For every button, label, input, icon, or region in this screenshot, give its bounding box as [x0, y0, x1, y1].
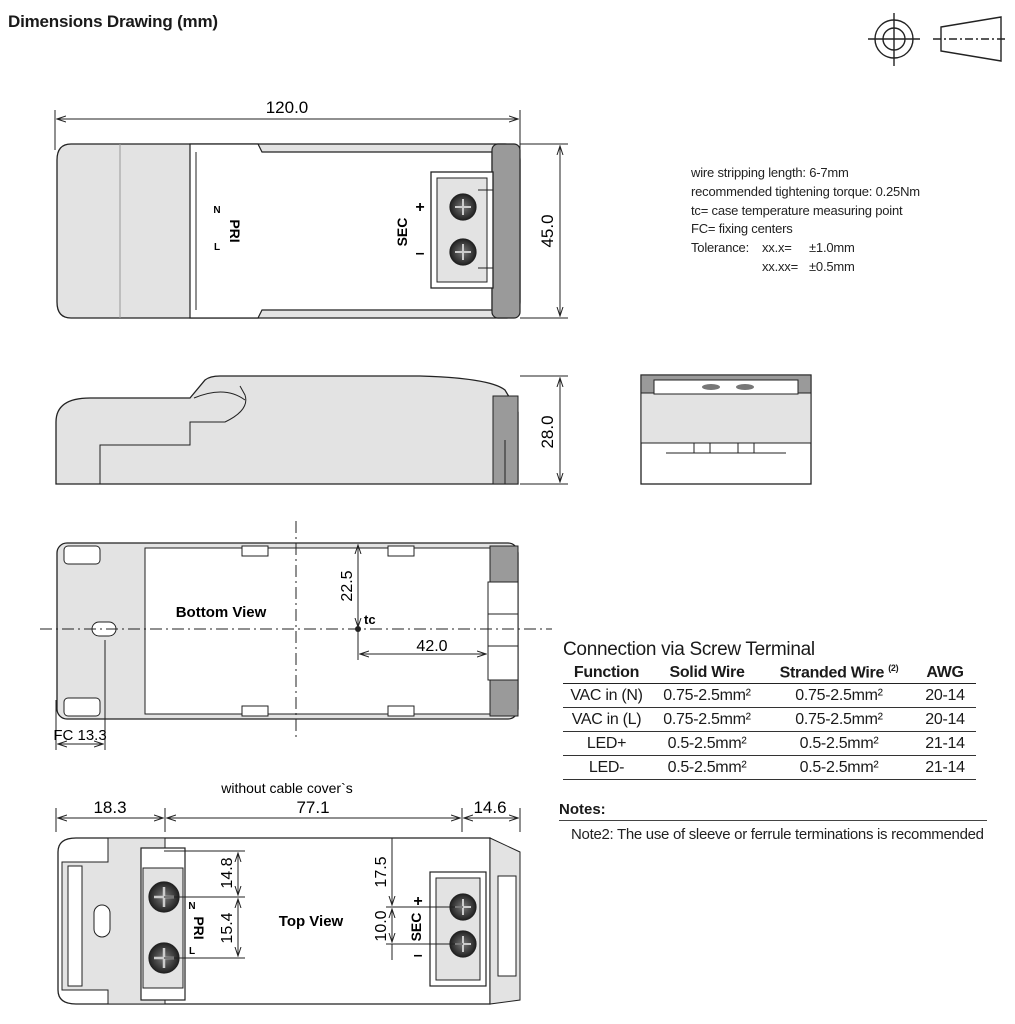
sec-label: SEC	[394, 218, 410, 247]
dim-77-1: 77.1	[296, 798, 329, 817]
dim-14-6: 14.6	[473, 798, 506, 817]
dim-length: 120.0	[266, 98, 309, 117]
note2: Note2: The use of sleeve or ferrule term…	[571, 826, 984, 843]
bottom-view-label: Bottom View	[176, 604, 267, 621]
table-row: LED- 0.5-2.5mm² 0.5-2.5mm² 21-14	[563, 755, 976, 781]
notes-title: Notes:	[559, 801, 606, 818]
dim-18-3: 18.3	[93, 798, 126, 817]
tc-label: tc	[364, 612, 376, 627]
torque-note: recommended tightening torque: 0.25Nm	[691, 183, 920, 199]
top-view: without cable cover`s 18.3 77.1 14.6	[55, 780, 521, 1005]
tc-note: tc= case temperature measuring point	[691, 202, 903, 218]
top-view-minus-label: –	[414, 947, 423, 964]
dim-15-4: 15.4	[219, 912, 236, 943]
top-view-sec-label: SEC	[408, 913, 424, 942]
dim-22-5: 22.5	[339, 570, 356, 601]
spec-notes: wire stripping length: 6-7mm recommended…	[691, 164, 920, 277]
dim-fc: FC 13.3	[53, 727, 106, 744]
dim-10-0: 10.0	[373, 910, 390, 941]
dim-42-0: 42.0	[416, 638, 447, 655]
minus-label: –	[416, 245, 425, 262]
plus-label: +	[415, 199, 424, 216]
dim-14-8: 14.8	[219, 857, 236, 888]
page-title: Dimensions Drawing (mm)	[8, 12, 218, 31]
stranded-footnote-ref: (2)	[888, 663, 899, 673]
top-view-label: Top View	[279, 913, 344, 930]
wire-stripping-note: wire stripping length: 6-7mm	[691, 165, 849, 180]
connection-section: Connection via Screw Terminal Function S…	[563, 639, 983, 781]
pri-label: PRI	[227, 219, 243, 242]
dim-height: 28.0	[538, 415, 557, 448]
tolerance-value-1: ±1.0mm	[809, 240, 855, 256]
header-function: Function	[563, 663, 650, 685]
tolerance-row-1: Tolerance: xx.x= ±1.0mm	[691, 239, 920, 258]
table-row: VAC in (L) 0.75-2.5mm² 0.75-2.5mm² 20-14	[563, 707, 976, 733]
projection-cone-icon	[933, 16, 1007, 62]
dim-17-5: 17.5	[373, 856, 390, 887]
header-solid-wire: Solid Wire	[650, 663, 764, 685]
tolerance-row-2: xx.xx= ±0.5mm	[691, 258, 920, 277]
header-stranded-wire: Stranded Wire (2)	[764, 663, 914, 685]
dim-width: 45.0	[538, 214, 557, 247]
tolerance-format-1: xx.x=	[762, 240, 792, 256]
end-view	[640, 374, 812, 485]
tolerance-value-2: ±0.5mm	[809, 258, 855, 274]
connection-table: Function Solid Wire Stranded Wire (2) AW…	[563, 663, 976, 781]
tolerance-label: Tolerance:	[691, 240, 749, 256]
header-awg: AWG	[914, 663, 976, 685]
fc-note: FC= fixing centers	[691, 221, 793, 237]
top-outline-view: 120.0 45.0 PRI N L SEC + –	[54, 98, 568, 319]
top-view-n-label: N	[188, 901, 195, 912]
table-row: VAC in (N) 0.75-2.5mm² 0.75-2.5mm² 20-14	[563, 683, 976, 709]
bottom-view: Bottom View tc 22.5 42.0 FC 13.3	[40, 521, 552, 750]
top-view-l-label: L	[189, 946, 195, 957]
top-view-plus-label: +	[413, 893, 422, 910]
n-label: N	[213, 205, 220, 216]
top-view-caption: without cable cover`s	[220, 780, 353, 796]
l-label: L	[214, 242, 220, 253]
projection-circle-icon	[868, 13, 920, 66]
connection-title: Connection via Screw Terminal	[563, 639, 815, 660]
notes-divider	[559, 820, 987, 821]
table-row: LED+ 0.5-2.5mm² 0.5-2.5mm² 21-14	[563, 731, 976, 757]
tolerance-format-2: xx.xx=	[762, 258, 799, 274]
side-view: 28.0	[55, 375, 568, 485]
top-view-pri-label: PRI	[191, 916, 207, 939]
